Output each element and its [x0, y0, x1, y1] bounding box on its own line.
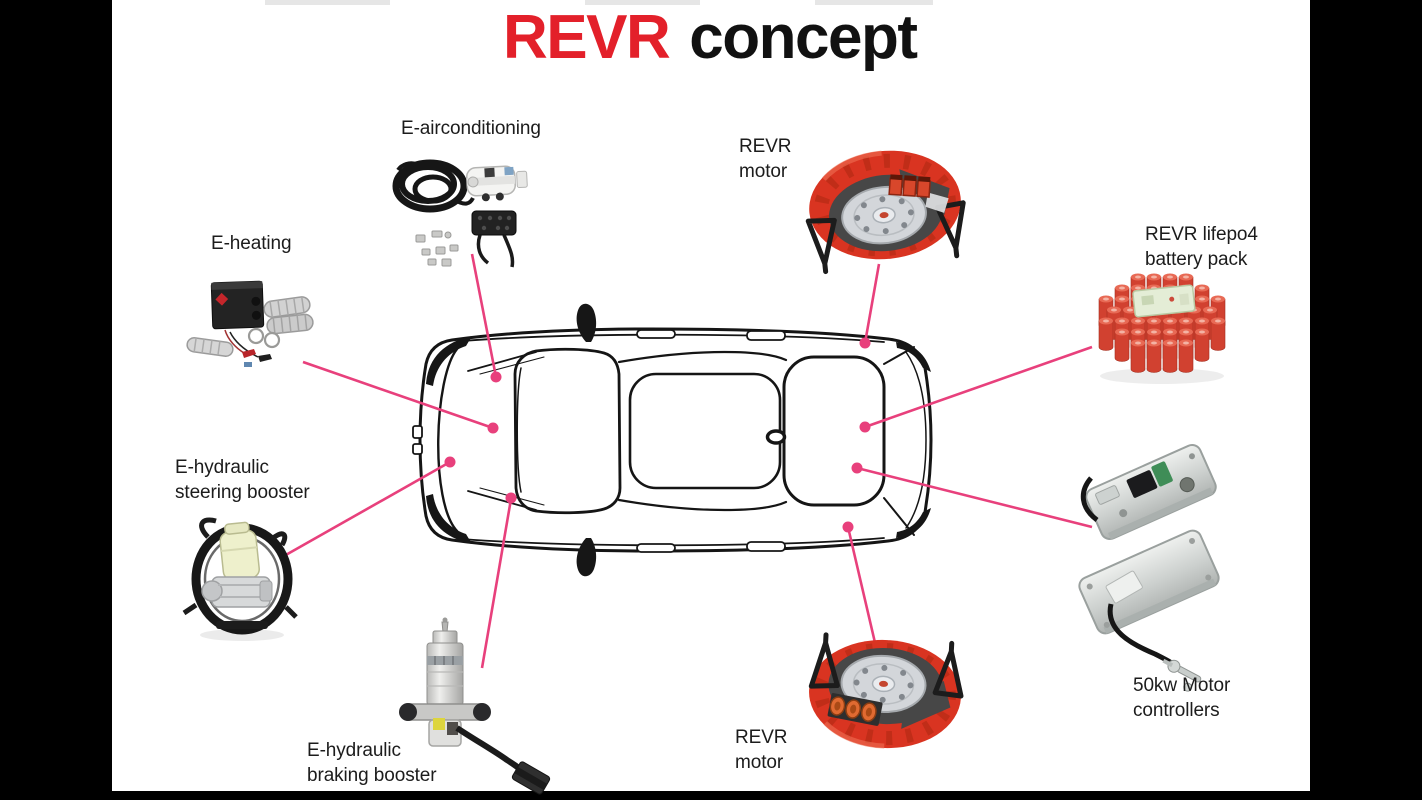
slide-background: [112, 0, 1310, 791]
label-line: E-hydraulic: [307, 740, 401, 761]
label-line: braking booster: [307, 765, 437, 786]
label-revr-lifepo4-battery-pack: REVR lifepo4 battery pack: [1145, 222, 1258, 272]
label-line: E-hydraulic: [175, 457, 269, 478]
label-line: battery pack: [1145, 249, 1248, 270]
title-brand: REVR: [503, 3, 671, 72]
title-suffix: concept: [689, 3, 918, 72]
label-revr-motor-top: REVR motor: [739, 134, 791, 184]
label-line: steering booster: [175, 482, 310, 503]
label-e-hydraulic-braking-booster: E-hydraulic braking booster: [307, 738, 437, 788]
label-line: motor: [735, 752, 784, 773]
label-revr-motor-bottom: REVR motor: [735, 725, 787, 775]
label-e-heating: E-heating: [211, 231, 292, 256]
label-e-airconditioning: E-airconditioning: [401, 116, 541, 141]
label-line: REVR: [739, 136, 792, 157]
label-line: E-airconditioning: [401, 118, 541, 139]
label-line: 50kw Motor: [1133, 675, 1231, 696]
label-line: REVR lifepo4: [1145, 224, 1258, 245]
label-line: controllers: [1133, 700, 1220, 721]
label-e-hydraulic-steering-booster: E-hydraulic steering booster: [175, 455, 310, 505]
label-line: REVR: [735, 727, 788, 748]
label-line: motor: [739, 161, 788, 182]
label-line: E-heating: [211, 233, 292, 254]
page-title: REVR concept: [503, 3, 918, 72]
label-motor-controllers: 50kw Motor controllers: [1133, 673, 1230, 723]
